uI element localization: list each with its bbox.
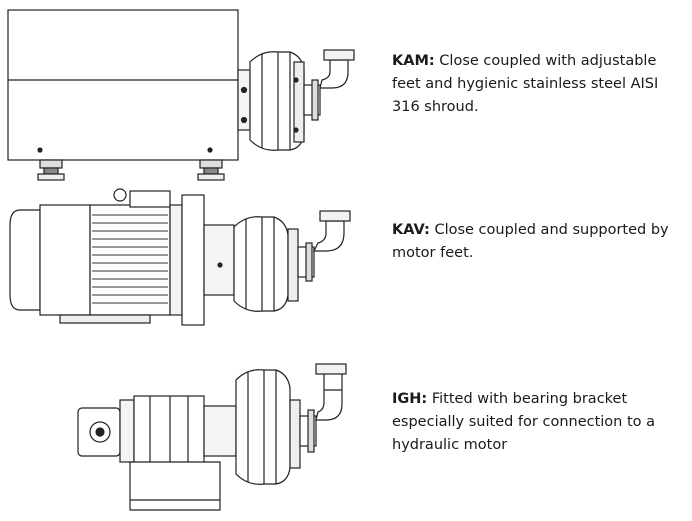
igh-pump-drawing	[77, 363, 347, 511]
kav-term: KAV:	[392, 222, 430, 238]
igh-description: Fitted with bearing bracket especially s…	[392, 391, 656, 453]
kav-illustration	[0, 185, 380, 335]
kam-caption: KAM: Close coupled with adjustable feet …	[392, 50, 682, 119]
kam-description: Close coupled with adjustable feet and h…	[392, 53, 659, 115]
igh-illustration	[0, 350, 380, 521]
variant-kam: KAM: Close coupled with adjustable feet …	[0, 0, 692, 190]
variant-kav: KAV: Close coupled and supported by moto…	[0, 185, 692, 335]
kam-pump-drawing	[7, 9, 355, 181]
igh-caption: IGH: Fitted with bearing bracket especia…	[392, 388, 682, 457]
variant-igh: IGH: Fitted with bearing bracket especia…	[0, 350, 692, 521]
kav-description: Close coupled and supported by motor fee…	[392, 222, 669, 261]
kam-illustration	[0, 0, 380, 190]
kav-pump-drawing	[9, 188, 351, 326]
igh-term: IGH:	[392, 391, 428, 407]
kav-caption: KAV: Close coupled and supported by moto…	[392, 219, 682, 265]
kam-term: KAM:	[392, 53, 435, 69]
